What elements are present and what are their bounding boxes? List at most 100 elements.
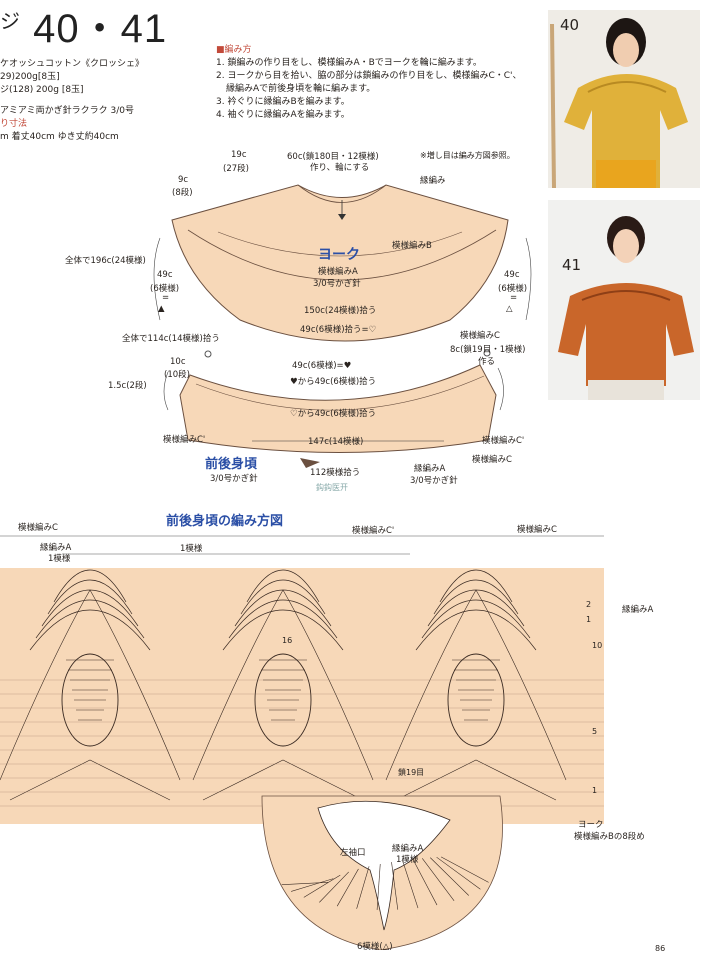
chart-title: 前後身頃の編み方図 xyxy=(166,514,284,529)
photo-40-label: 40 xyxy=(560,16,580,34)
armhole-stitch xyxy=(412,859,438,906)
armhole-stitch xyxy=(291,878,334,892)
armhole-stitch xyxy=(281,882,329,886)
chart-yoke-rows: 模様編みBの8段め xyxy=(574,832,645,842)
material-line: ケオッシュコットン《クロッシェ》 xyxy=(0,59,145,69)
body-pattern-c-prime-right: 模様編みC' xyxy=(482,436,525,446)
body-edge-a: 縁編みA xyxy=(414,464,446,474)
row-label-10: 10 xyxy=(592,641,603,650)
body-pickup-112: 112模様拾う xyxy=(310,468,361,478)
yoke-left-top-rows: (27段) xyxy=(223,164,249,174)
chart-mid-number: 16 xyxy=(282,636,293,645)
row-label-1: 1 xyxy=(592,786,598,795)
instructions-heading: ■編み方 xyxy=(216,45,252,55)
armhole-fans xyxy=(281,856,489,910)
body-pattern-c-right: 模様編みC xyxy=(472,455,512,465)
chart-edge-a-inner: 縁編みA xyxy=(392,844,424,854)
page-number: 86 xyxy=(655,944,666,953)
body-band-147: 147c(14模様) xyxy=(308,437,364,447)
material-line: m 着丈40cm ゆき丈約40cm xyxy=(0,132,119,142)
yoke-fill xyxy=(171,184,509,342)
model-41-image xyxy=(548,200,700,400)
armhole-stitch xyxy=(422,858,455,902)
chart-one-motif-left: 1模様 xyxy=(48,554,71,564)
body-band-heart: 49c(6模様)=♥ xyxy=(292,361,352,371)
material-line: アミアミ両かぎ針ラクラク 3/0号 xyxy=(0,106,134,116)
body-10c: 10c xyxy=(170,357,186,367)
chart-chain19: 鎖19目 xyxy=(398,768,425,777)
body-edge-a-hook: 3/0号かぎ針 xyxy=(410,476,458,486)
yoke-band-49: 49c(6模様)拾う=♡ xyxy=(300,325,377,335)
yoke-9c: 9c xyxy=(178,175,189,185)
material-line: り寸法 xyxy=(0,119,28,129)
page-title: 40・41 xyxy=(33,7,168,51)
instruction-step: 縁編みAで前後身頃を輪に編みます。 xyxy=(226,84,376,94)
body-pattern-c: 模様編みC xyxy=(460,331,500,341)
increase-note: ※増し目は編み方図参照。 xyxy=(420,151,515,160)
yoke-top-note: 作り、輪にする xyxy=(310,163,370,173)
instruction-step: 1. 鎖編みの作り目をし、模様編みA・Bでヨークを輪に編みます。 xyxy=(216,58,482,68)
armhole-stitch xyxy=(356,866,370,909)
body-right-make: 作る xyxy=(478,357,496,367)
yoke-right-49c: 49c xyxy=(504,270,520,280)
body-15c: 1.5c(2段) xyxy=(108,381,147,391)
yoke-total: 全体で196c(24模様) xyxy=(65,256,146,266)
chart-yoke-label: ヨーク xyxy=(578,820,604,830)
row-label-2: 2 xyxy=(586,600,592,609)
chart-bg xyxy=(0,568,604,824)
yoke-tri-fill: ▲ xyxy=(158,304,165,314)
yoke-right-6mo: (6模様) xyxy=(498,284,528,294)
yoke-edge-label: 縁編み xyxy=(420,176,446,186)
chart-top-mid: 模様編みC' xyxy=(352,526,395,536)
yoke-left-eq: = xyxy=(162,293,170,303)
photo-model-41 xyxy=(548,200,700,400)
row-label-1-top: 1 xyxy=(586,615,592,624)
body-total-114: 全体で114c(14模様)拾う xyxy=(122,334,220,344)
material-line: ジ(128) 200g [8玉] xyxy=(0,85,84,95)
chart-inner-one: 1模様 xyxy=(396,855,419,865)
body-10rows: (10段) xyxy=(164,370,190,380)
chart-edge-a: 縁編みA xyxy=(40,543,72,553)
row-label-5: 5 xyxy=(592,727,598,736)
armhole-stitch xyxy=(376,863,381,910)
instruction-step: 4. 袖ぐりに縁編みAを編みます。 xyxy=(216,110,350,120)
yoke-pattern-b: 模様編みB xyxy=(392,241,432,251)
chart-one-motif-top: 1模様 xyxy=(180,544,203,554)
photo-model-40 xyxy=(548,10,700,189)
watermark: 鈎鈎医开 xyxy=(316,483,348,492)
body-heart-open-pick: ♡から49c(6模様)拾う xyxy=(290,409,377,419)
body-fill xyxy=(179,364,497,453)
yoke-hook: 3/0号かぎ針 xyxy=(313,279,361,289)
stitch-chart xyxy=(0,535,604,950)
armhole-stitch xyxy=(303,874,341,898)
pineapple-motif xyxy=(0,569,181,801)
pineapple-motif xyxy=(192,569,374,801)
armhole-stitch xyxy=(430,857,469,896)
chart-armhole: 左袖口 xyxy=(340,848,366,858)
instructions-block: ■編み方 1. 鎖編みの作り目をし、模様編みA・Bでヨークを輪に編みます。 2.… xyxy=(216,44,546,122)
armhole-stitch xyxy=(402,860,419,909)
material-line: 29)200g[8玉] xyxy=(0,72,60,82)
chart-edge-a-right: 縁編みA xyxy=(622,605,654,615)
armhole-stitch xyxy=(336,868,359,907)
armhole-stitch xyxy=(440,856,489,883)
body-title: 前後身頃 xyxy=(205,457,258,472)
body-pattern-c-prime-left: 模様編みC' xyxy=(163,435,206,445)
yoke-left-49c: 49c xyxy=(157,270,173,280)
chart-top-right: 模様編みC xyxy=(517,525,557,535)
instruction-step: 3. 衿ぐりに縁編みBを編みます。 xyxy=(216,97,350,107)
yoke-left-top: 19c xyxy=(231,150,247,160)
armhole-stitch xyxy=(319,871,349,903)
yoke-pickup-150: 150c(24模様)拾う xyxy=(304,306,377,316)
yoke-left-6mo: (6模様) xyxy=(150,284,180,294)
materials-block: ケオッシュコットン《クロッシェ》 29)200g[8玉] ジ(128) 200g… xyxy=(0,46,210,144)
header-prefix: ジ xyxy=(0,11,21,33)
chart-top-left: 模様編みC xyxy=(18,523,58,533)
body-right-8c: 8c(鎖19目・1模様) xyxy=(450,345,526,355)
body-hook: 3/0号かぎ針 xyxy=(210,474,258,484)
yoke-pattern: 模様編みA xyxy=(318,267,358,277)
schematic-diagram xyxy=(153,184,532,468)
yoke-top-count: 60c(鎖180目・12模様) xyxy=(287,152,379,162)
model-40-image xyxy=(548,10,700,189)
body-heart-pick: ♥から49c(6模様)拾う xyxy=(290,377,377,387)
